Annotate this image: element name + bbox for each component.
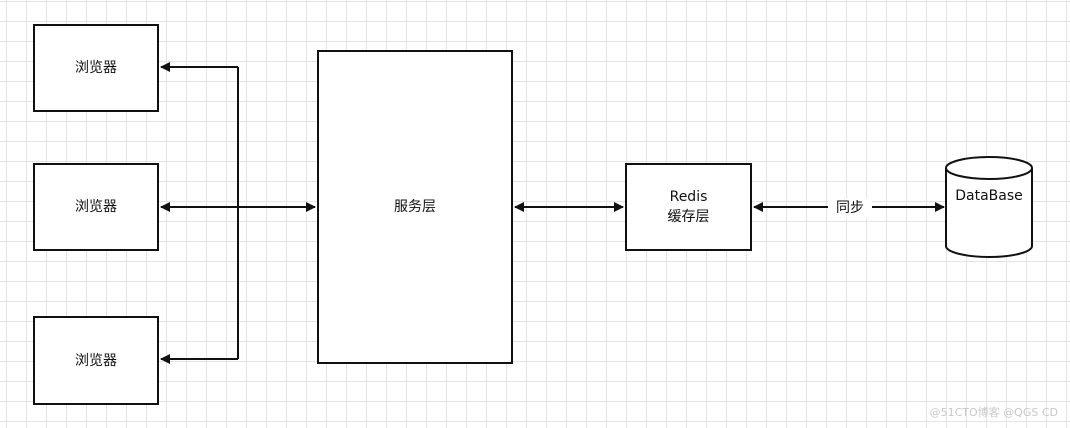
service-layer-box: 服务层 (317, 50, 513, 364)
database-cylinder (945, 156, 1033, 258)
sync-label: 同步 (828, 198, 872, 218)
browser-box-1: 浏览器 (33, 24, 159, 112)
redis-cache-box: Redis 缓存层 (625, 163, 752, 251)
watermark: @51CTO博客 @QGS CD (929, 406, 1058, 419)
service-layer-label: 服务层 (394, 199, 436, 215)
browser-box-3: 浏览器 (33, 316, 159, 405)
browser-label-3: 浏览器 (75, 352, 117, 369)
browser-box-2: 浏览器 (33, 163, 159, 251)
database-label: DataBase (955, 188, 1023, 204)
browser-label-2: 浏览器 (75, 199, 117, 215)
browser-label-1: 浏览器 (75, 60, 117, 76)
redis-label: Redis (669, 189, 708, 205)
cache-layer-label: 缓存层 (667, 209, 710, 225)
